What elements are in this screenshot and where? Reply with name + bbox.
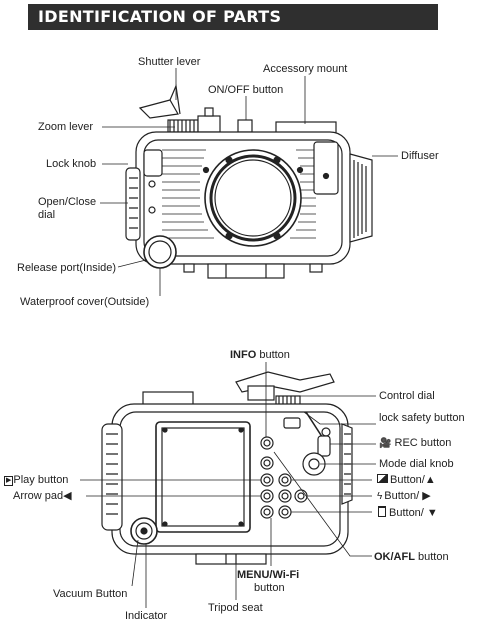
front-leader-lines <box>100 68 398 296</box>
label-control-dial: Control dial <box>379 390 435 402</box>
play-icon: ▶ <box>4 476 14 486</box>
tripod-seat-drawing <box>195 553 267 565</box>
label-trash-button: Button/ ▼ <box>377 506 438 520</box>
label-info-rest: button <box>256 349 290 361</box>
label-tripod-seat: Tripod seat <box>208 602 263 614</box>
label-on-off-button: ON/OFF button <box>208 84 284 96</box>
back-leader-lines <box>80 362 376 608</box>
label-arrow-pad: Arrow pad◀ <box>13 490 72 502</box>
diffuser-drawing <box>349 153 373 243</box>
lock-knob-drawing <box>125 167 141 241</box>
label-play-button: ▶Play button <box>4 474 68 487</box>
label-mode-dial-knob: Mode dial knob <box>379 458 454 470</box>
label-ok-afl-rest: button <box>414 551 449 563</box>
label-ok-afl-bold: OK/AFL <box>374 551 415 563</box>
lcd-window <box>155 421 251 533</box>
label-waterproof-cover: Waterproof cover(Outside) <box>20 296 150 308</box>
label-indicator: Indicator <box>125 610 168 622</box>
rec-icon: 🎥 <box>379 438 392 449</box>
label-flash-text: Button/ ▶ <box>384 490 431 502</box>
label-ok-afl-button: OK/AFL button <box>374 551 449 564</box>
label-lock-knob: Lock knob <box>46 158 97 170</box>
label-open-close-line1: Open/Close <box>38 196 97 208</box>
label-menu-wifi-line2: button <box>254 582 285 594</box>
back-view-housing <box>101 371 353 565</box>
label-accessory-mount: Accessory mount <box>263 63 348 75</box>
on-off-button-drawing <box>237 119 253 133</box>
label-exposure-text: Button/▲ <box>390 474 436 486</box>
label-shutter-lever: Shutter lever <box>138 56 201 68</box>
label-menu-wifi-bold: MENU/Wi-Fi <box>237 569 300 581</box>
label-release-port: Release port(Inside) <box>17 262 117 274</box>
label-zoom-lever: Zoom lever <box>38 121 94 133</box>
label-info-bold: INFO <box>230 349 257 361</box>
label-menu-wifi: MENU/Wi-Fi <box>237 569 299 582</box>
flash-icon: ϟ <box>377 491 383 502</box>
label-info-button: INFO button <box>230 349 290 362</box>
label-diffuser: Diffuser <box>401 150 439 162</box>
label-exposure-button: Button/▲ <box>377 474 436 487</box>
label-play-text: Play button <box>13 474 69 486</box>
section-title: IDENTIFICATION OF PARTS <box>38 7 282 26</box>
exposure-icon <box>377 474 388 483</box>
label-rec-text: REC button <box>394 437 452 449</box>
section-header: IDENTIFICATION OF PARTS <box>28 4 438 30</box>
label-trash-text: Button/ ▼ <box>389 507 438 519</box>
label-lock-safety-button: lock safety button <box>379 412 465 424</box>
label-rec-button: 🎥 REC button <box>379 437 451 450</box>
front-view-housing <box>125 83 373 279</box>
shutter-lever-drawing <box>138 99 179 119</box>
trash-icon <box>378 506 386 517</box>
label-vacuum-button: Vacuum Button <box>53 588 128 600</box>
label-open-close-line2: dial <box>38 209 56 221</box>
